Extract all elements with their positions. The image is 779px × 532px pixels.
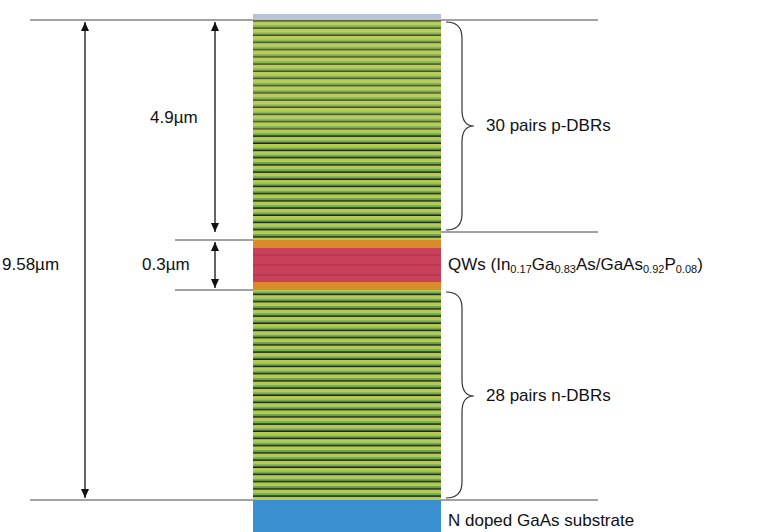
substrate (253, 500, 441, 532)
dimension-label: 9.58µm (2, 255, 59, 275)
n-dbr-stack (253, 290, 441, 500)
dimension-label: 4.9µm (150, 108, 198, 128)
p-dbr-shade (253, 20, 441, 130)
layer-label: QWs (In0.17Ga0.83As/GaAs0.92P0.08) (448, 255, 703, 275)
top-layer (253, 14, 441, 20)
quantum-well-region (253, 248, 441, 282)
p-dbr-stack (253, 20, 441, 240)
dimension-label: 0.3µm (142, 255, 190, 275)
cladding-layer (253, 240, 441, 248)
layer-label: 30 pairs p-DBRs (486, 116, 611, 136)
dimension-arrows (85, 22, 215, 498)
layer-label: N doped GaAs substrate (448, 511, 634, 531)
reference-lines (30, 20, 598, 500)
cladding-layer (253, 282, 441, 290)
layer-label: 28 pairs n-DBRs (486, 386, 611, 406)
